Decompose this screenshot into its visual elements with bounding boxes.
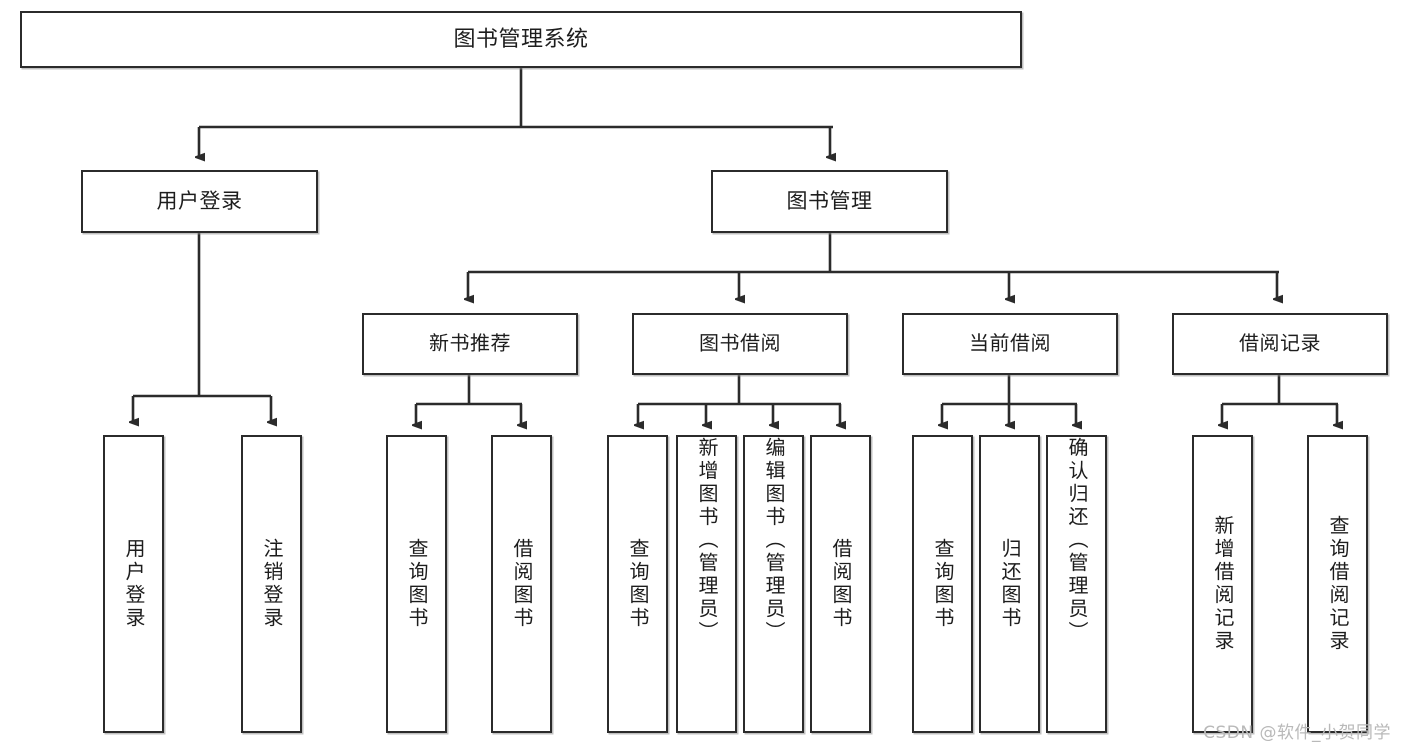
node-label: 图书管理系统 xyxy=(453,26,589,52)
leaf-text-wrap: 确认归还（管理员） xyxy=(1048,437,1105,731)
leaf-text-wrap: 新增借阅记录 xyxy=(1194,437,1251,731)
node-label: 用户登录 xyxy=(122,538,146,630)
leaf-query-book-3[interactable]: 查询图书 xyxy=(912,435,973,733)
leaf-logout[interactable]: 注销登录 xyxy=(241,435,302,733)
leaf-edit-book[interactable]: 编辑图书（管理员） xyxy=(743,435,804,733)
node-borrow-record[interactable]: 借阅记录 xyxy=(1172,313,1388,375)
node-label: 新增图书（管理员） xyxy=(695,437,719,644)
node-label: 借阅记录 xyxy=(1239,331,1321,356)
node-label: 图书借阅 xyxy=(699,331,781,356)
leaf-borrow-book-2[interactable]: 借阅图书 xyxy=(810,435,871,733)
node-label: 新增借阅记录 xyxy=(1211,515,1235,653)
node-label: 新书推荐 xyxy=(429,331,511,356)
watermark-text: CSDN @软件_小贺同学 xyxy=(1203,723,1391,743)
leaf-confirm-return[interactable]: 确认归还（管理员） xyxy=(1046,435,1107,733)
node-label: 查询图书 xyxy=(931,538,955,630)
node-label: 图书管理 xyxy=(786,189,873,214)
node-label: 借阅图书 xyxy=(510,538,534,630)
node-new-book-recommend[interactable]: 新书推荐 xyxy=(362,313,578,375)
leaf-query-book-1[interactable]: 查询图书 xyxy=(386,435,447,733)
node-label: 用户登录 xyxy=(156,189,243,214)
leaf-text-wrap: 归还图书 xyxy=(981,437,1038,731)
leaf-text-wrap: 注销登录 xyxy=(243,437,300,731)
leaf-user-login[interactable]: 用户登录 xyxy=(103,435,164,733)
leaf-text-wrap: 新增图书（管理员） xyxy=(678,437,735,731)
leaf-text-wrap: 编辑图书（管理员） xyxy=(745,437,802,731)
leaf-borrow-book-1[interactable]: 借阅图书 xyxy=(491,435,552,733)
node-label: 查询图书 xyxy=(405,538,429,630)
leaf-query-book-2[interactable]: 查询图书 xyxy=(607,435,668,733)
node-label: 当前借阅 xyxy=(969,331,1051,356)
leaf-return-book[interactable]: 归还图书 xyxy=(979,435,1040,733)
leaf-text-wrap: 查询图书 xyxy=(609,437,666,731)
node-label: 归还图书 xyxy=(998,538,1022,630)
node-label: 确认归还（管理员） xyxy=(1065,437,1089,644)
node-label: 查询借阅记录 xyxy=(1326,515,1350,653)
node-user-login[interactable]: 用户登录 xyxy=(81,170,318,233)
node-label: 编辑图书（管理员） xyxy=(762,437,786,644)
node-label: 借阅图书 xyxy=(829,538,853,630)
leaf-text-wrap: 查询图书 xyxy=(914,437,971,731)
leaf-query-borrow-record[interactable]: 查询借阅记录 xyxy=(1307,435,1368,733)
node-label: 查询图书 xyxy=(626,538,650,630)
leaf-text-wrap: 借阅图书 xyxy=(812,437,869,731)
leaf-text-wrap: 借阅图书 xyxy=(493,437,550,731)
node-root-system[interactable]: 图书管理系统 xyxy=(20,11,1022,68)
leaf-add-borrow-record[interactable]: 新增借阅记录 xyxy=(1192,435,1253,733)
leaf-add-book[interactable]: 新增图书（管理员） xyxy=(676,435,737,733)
node-book-borrow[interactable]: 图书借阅 xyxy=(632,313,848,375)
leaf-text-wrap: 查询借阅记录 xyxy=(1309,437,1366,731)
node-label: 注销登录 xyxy=(260,538,284,630)
node-current-borrow[interactable]: 当前借阅 xyxy=(902,313,1118,375)
node-book-manage[interactable]: 图书管理 xyxy=(711,170,948,233)
leaf-text-wrap: 用户登录 xyxy=(105,437,162,731)
leaf-text-wrap: 查询图书 xyxy=(388,437,445,731)
